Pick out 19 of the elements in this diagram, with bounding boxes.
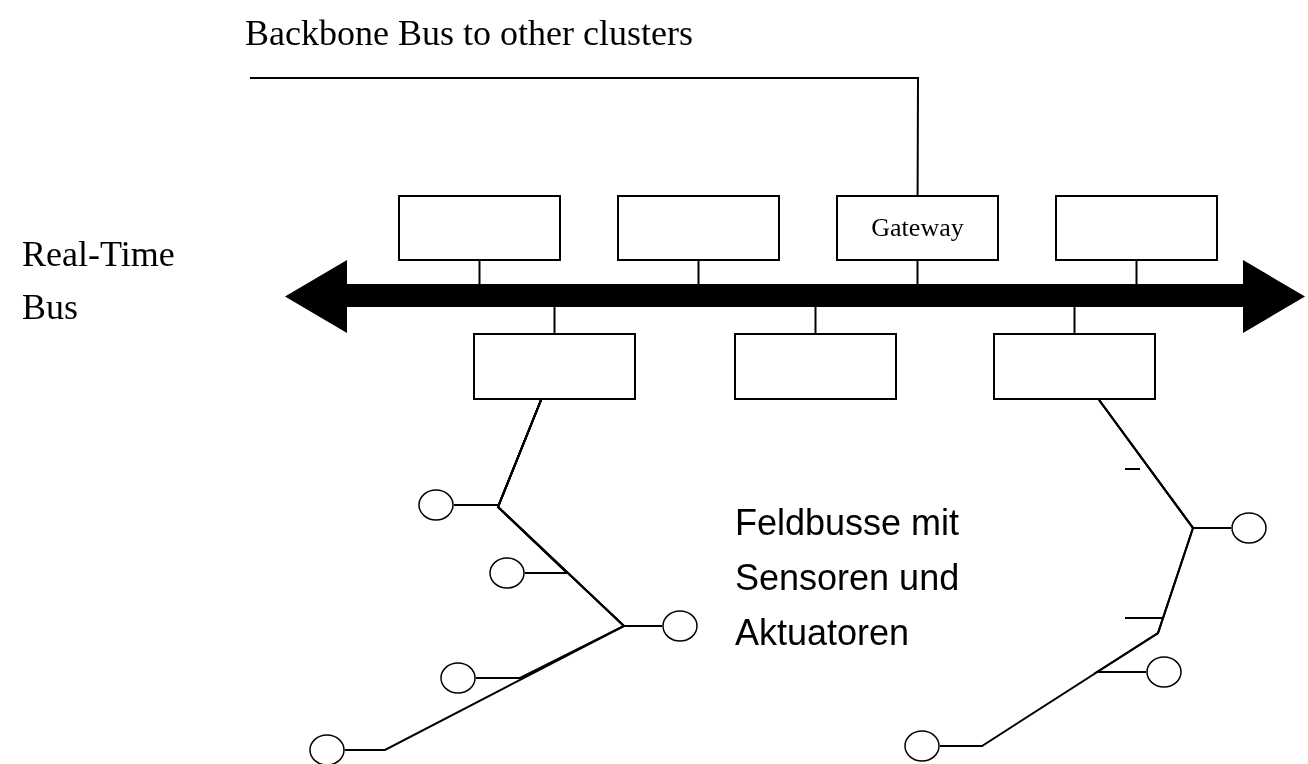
- connector-line: [697, 260, 700, 285]
- bus-label: Real-Time Bus: [22, 233, 176, 329]
- connector-line: [916, 260, 919, 285]
- note-text: Feldbusse mit Sensoren und Aktuatoren: [735, 501, 961, 655]
- device-box: [1055, 195, 1218, 261]
- connector-line: [939, 399, 1195, 747]
- connector-line: [478, 260, 481, 285]
- device-box: [617, 195, 780, 261]
- device-box: [734, 333, 897, 400]
- connector-line: [1135, 260, 1138, 285]
- gateway-box: Gateway: [836, 195, 999, 261]
- connector-line: [814, 306, 817, 334]
- device-box: [473, 333, 636, 400]
- connector-line: [344, 399, 626, 751]
- connector-line: [1073, 306, 1076, 334]
- device-box: [398, 195, 561, 261]
- device-box: [993, 333, 1156, 400]
- connector-line: [249, 77, 919, 196]
- connector-line: [553, 306, 556, 334]
